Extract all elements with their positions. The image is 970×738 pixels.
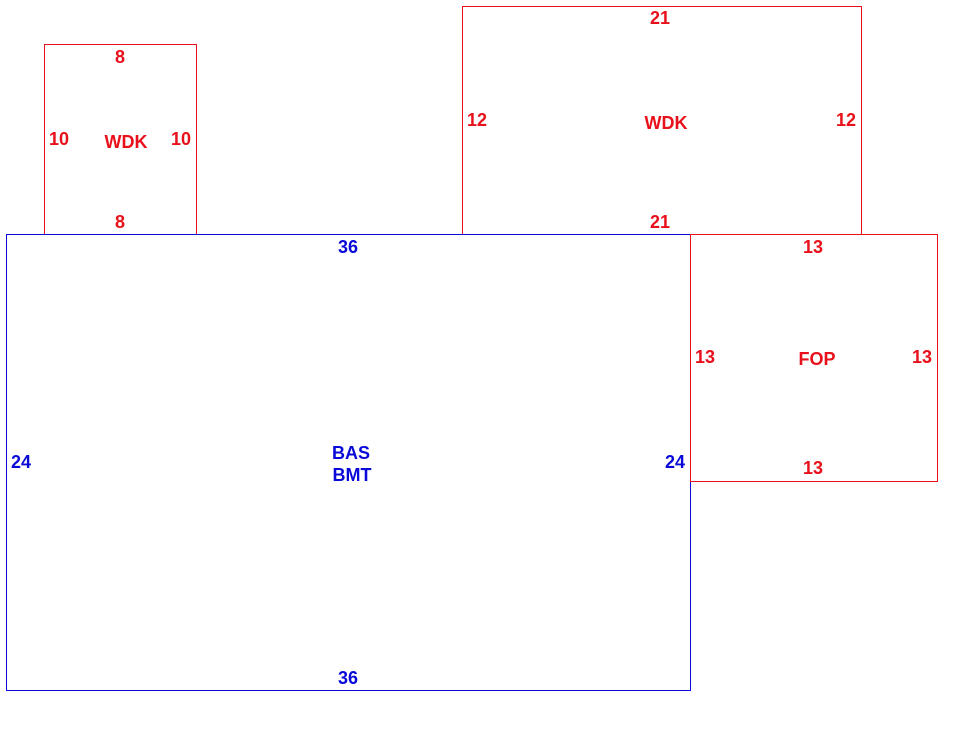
area-code: BAS	[331, 443, 371, 463]
dim-left: 13	[694, 347, 716, 367]
dim-bottom: 36	[337, 668, 359, 688]
dim-right: 13	[911, 347, 933, 367]
dim-bottom: 21	[649, 212, 671, 232]
area-code: WDK	[644, 113, 688, 133]
dim-bottom: 13	[802, 458, 824, 478]
dim-right: 12	[835, 110, 857, 130]
area-code: FOP	[798, 349, 836, 369]
area-fop	[690, 234, 938, 482]
dim-top: 36	[337, 237, 359, 257]
dim-right: 10	[170, 129, 192, 149]
dim-right: 24	[664, 452, 686, 472]
area-code: WDK	[104, 132, 148, 152]
dim-bottom: 8	[114, 212, 126, 232]
dim-top: 8	[114, 47, 126, 67]
area-code-secondary: BMT	[332, 465, 372, 485]
dim-left: 24	[10, 452, 32, 472]
dim-top: 13	[802, 237, 824, 257]
dim-top: 21	[649, 8, 671, 28]
dim-left: 12	[466, 110, 488, 130]
dim-left: 10	[48, 129, 70, 149]
